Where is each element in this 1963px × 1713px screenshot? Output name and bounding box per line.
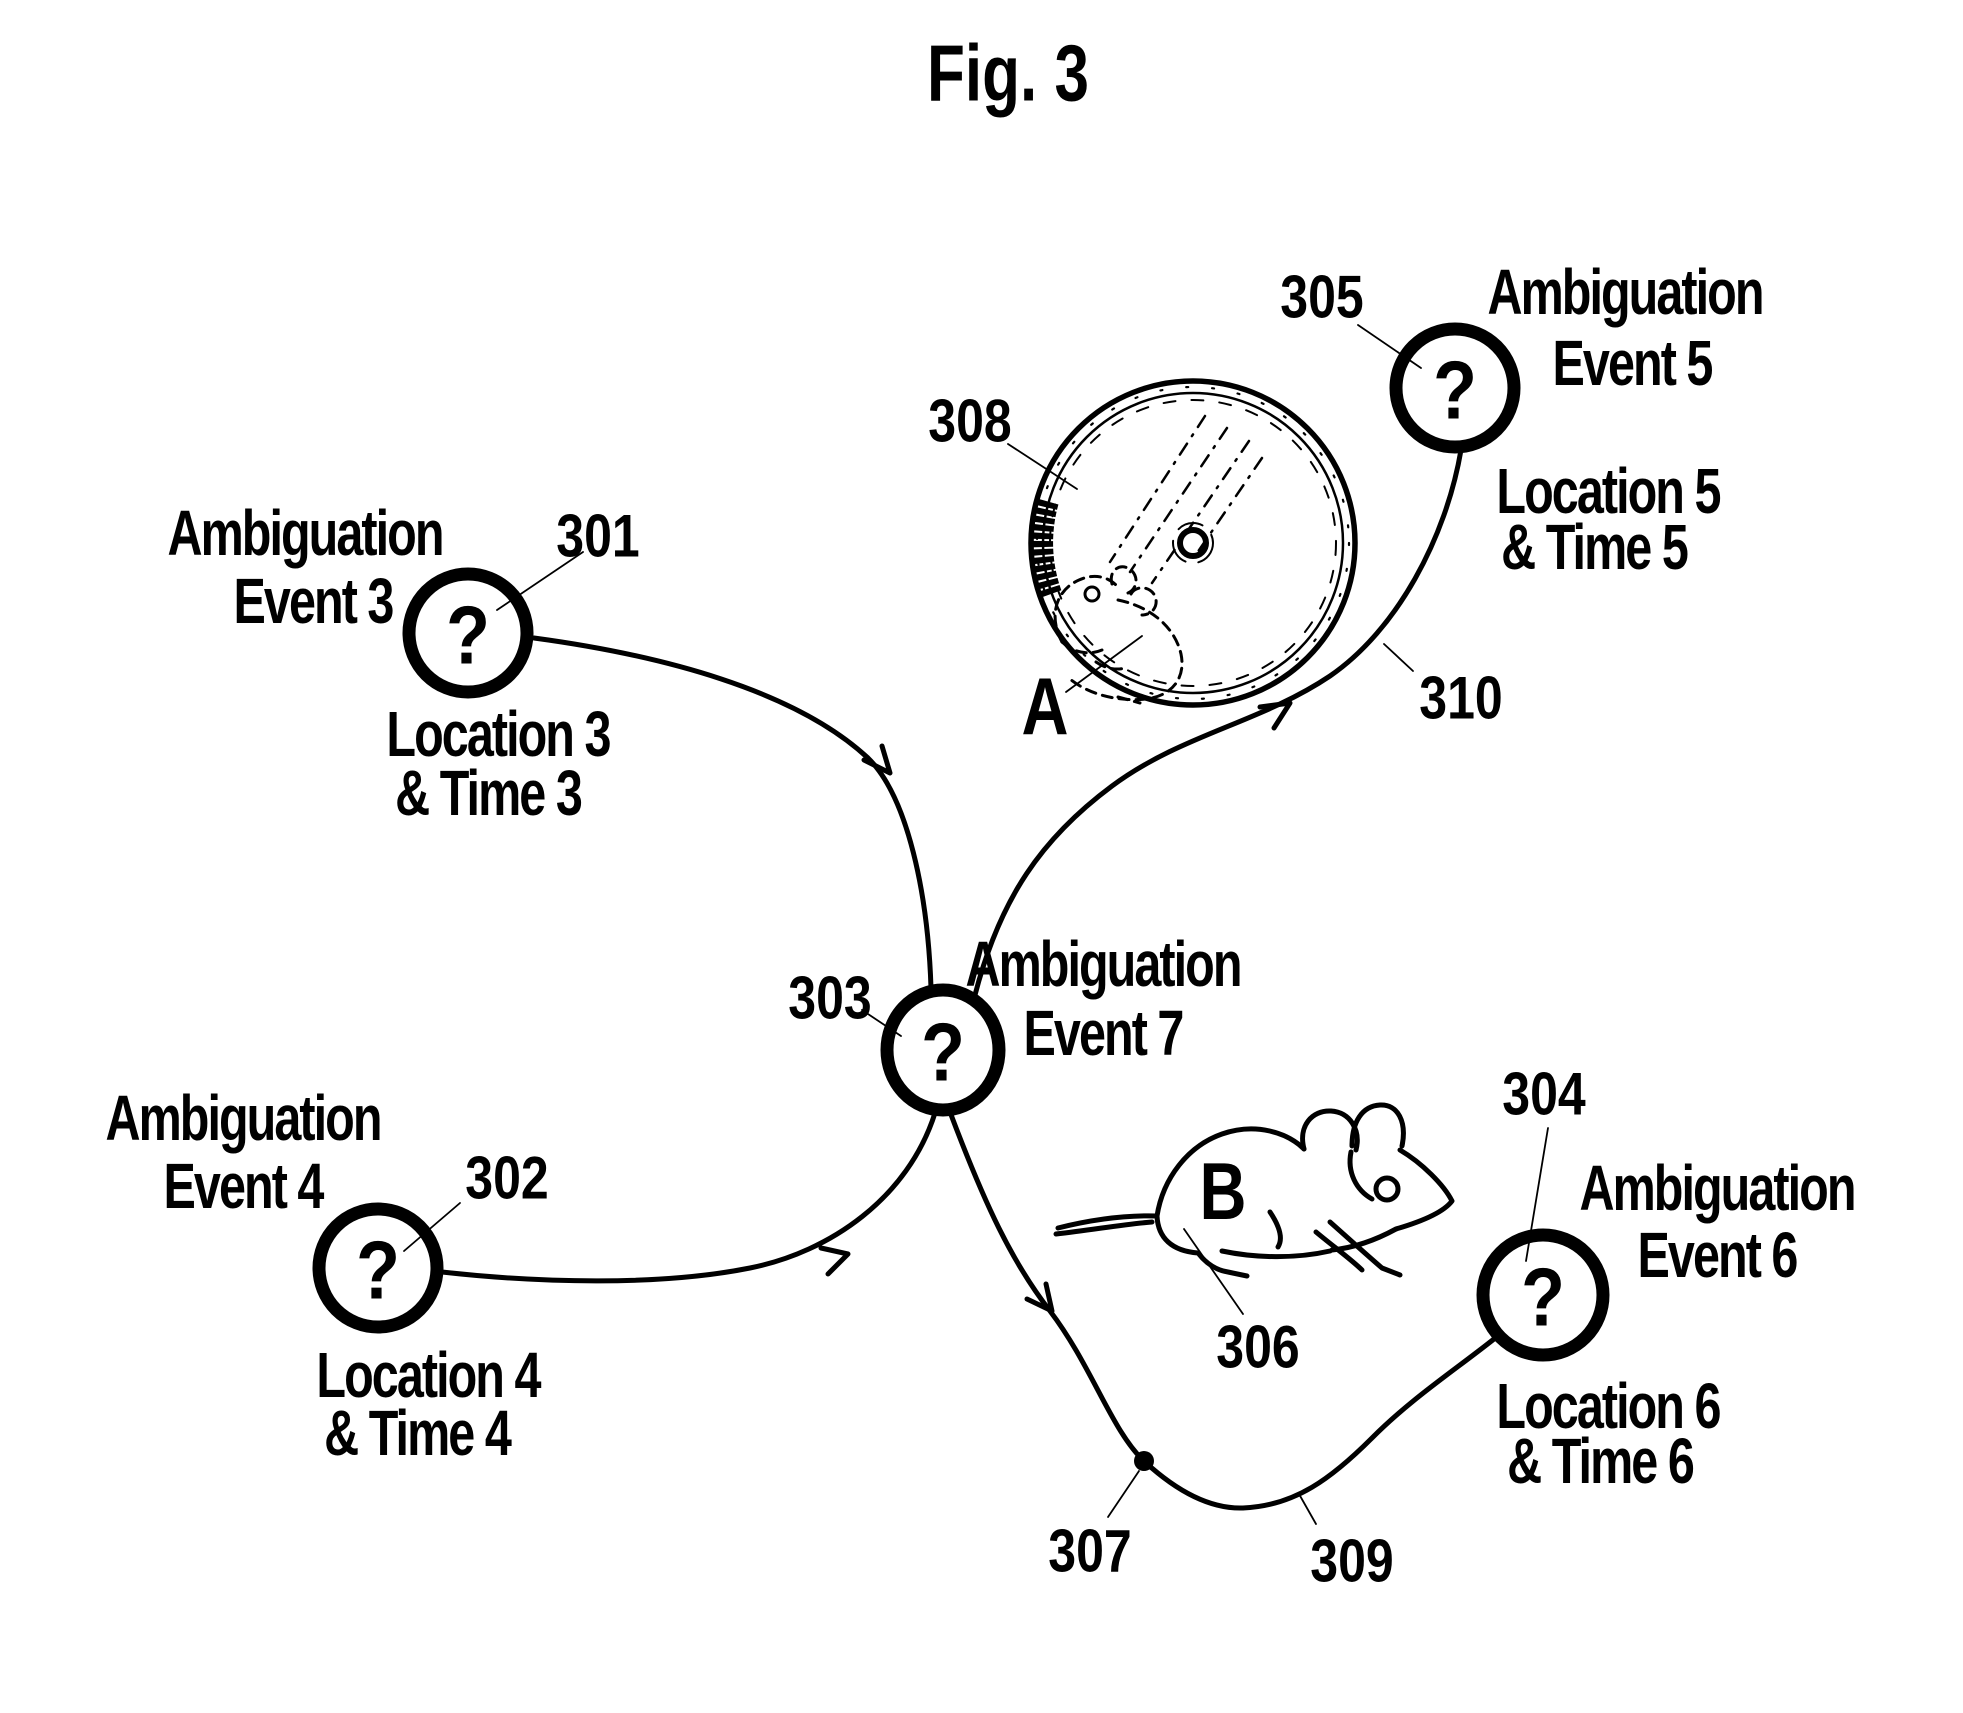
wheel-hub xyxy=(1177,527,1209,559)
node-303-question-mark: ? xyxy=(921,1007,965,1099)
node-302-question-mark: ? xyxy=(356,1225,400,1317)
arrowhead-icon xyxy=(1024,1281,1055,1314)
node-302-location-label: & Time 4 xyxy=(324,1397,512,1469)
node-302-location-label: Location 4 xyxy=(316,1339,541,1411)
node-301-location-label: & Time 3 xyxy=(395,757,583,829)
mouse-b-front-leg xyxy=(1327,1219,1403,1278)
mouse-a-drawing xyxy=(1053,565,1184,705)
mouse-b-drawing xyxy=(1053,1102,1455,1279)
mouse-b-head xyxy=(1393,1147,1455,1232)
node-304-question-mark: ? xyxy=(1521,1252,1565,1344)
node-305-event-label: Event 5 xyxy=(1552,327,1714,399)
leader-302 xyxy=(403,1202,461,1252)
leader-307 xyxy=(1107,1470,1140,1518)
edge-303-to-304 xyxy=(947,1109,1497,1511)
wheel-hatched-segment xyxy=(1031,497,1062,598)
leader-306 xyxy=(1183,1228,1244,1315)
node-301-question-mark: ? xyxy=(446,590,490,682)
ref-306: 306 xyxy=(1216,1313,1300,1381)
mouse-a-eye xyxy=(1083,585,1101,603)
mouse-b-cheek xyxy=(1347,1149,1375,1202)
node-302-event-label: Event 4 xyxy=(163,1150,325,1222)
mouse-b-tail xyxy=(1055,1213,1160,1231)
ambiguation-nodes xyxy=(312,322,1610,1362)
node-303-event-label: Ambiguation xyxy=(965,928,1242,1000)
mouse-b-front-leg xyxy=(1313,1229,1365,1273)
hamster-wheel-drawing xyxy=(1028,378,1358,708)
edge-303-to-305 xyxy=(972,447,1464,998)
node-301-event-label: Ambiguation xyxy=(167,497,444,569)
wheel-motion-streaks xyxy=(1108,414,1264,585)
mouse-b-ear xyxy=(1349,1102,1406,1149)
ref-310: 310 xyxy=(1419,664,1503,732)
mouse-b-eye xyxy=(1373,1175,1401,1203)
edge-302-to-303 xyxy=(439,1110,938,1284)
node-304-event-label: Ambiguation xyxy=(1579,1152,1856,1224)
node-305-circle xyxy=(1389,322,1521,454)
ref-303: 303 xyxy=(788,964,872,1032)
transition-curves xyxy=(439,447,1497,1511)
ref-308: 308 xyxy=(928,387,1012,455)
mouse-b-hind-leg xyxy=(1154,1213,1250,1279)
node-302-event-label: Ambiguation xyxy=(105,1082,382,1154)
ref-301: 301 xyxy=(556,502,640,570)
node-305-question-mark: ? xyxy=(1433,345,1477,437)
node-303-circle xyxy=(880,983,1006,1117)
wheel-outer-rim xyxy=(1028,378,1358,708)
label-mouse-b: B xyxy=(1199,1147,1247,1238)
figure-title: Fig. 3 xyxy=(927,30,1089,119)
wheel-rim-ticks xyxy=(1035,385,1351,701)
ref-309: 309 xyxy=(1310,1527,1394,1595)
node-305-event-label: Ambiguation xyxy=(1487,256,1764,328)
ref-307: 307 xyxy=(1048,1517,1132,1585)
arrowhead-icon xyxy=(818,1245,851,1277)
node-301-circle xyxy=(402,567,534,699)
leader-309 xyxy=(1298,1493,1317,1525)
leader-310 xyxy=(1383,643,1414,672)
mouse-b-tail xyxy=(1053,1219,1155,1237)
ref-304: 304 xyxy=(1502,1060,1586,1128)
mouse-b-ear xyxy=(1300,1108,1360,1153)
wheel-inner-dashed-ring xyxy=(1049,399,1337,687)
arrowhead-icon xyxy=(861,743,893,776)
node-304-location-label: & Time 6 xyxy=(1507,1425,1695,1497)
node-302-circle xyxy=(312,1202,444,1334)
leader-308 xyxy=(1007,443,1078,490)
mouse-b-back xyxy=(1154,1126,1307,1219)
node-305-location-label: & Time 5 xyxy=(1501,511,1689,583)
node-301-location-label: Location 3 xyxy=(386,698,611,770)
edge-301-to-303 xyxy=(531,635,934,991)
mouse-b-belly xyxy=(1219,1248,1333,1260)
node-304-location-label: Location 6 xyxy=(1496,1370,1721,1442)
leader-305 xyxy=(1357,324,1422,369)
junction-dot-307 xyxy=(1134,1451,1154,1471)
arrowhead-icon xyxy=(1257,700,1293,731)
node-304-circle xyxy=(1476,1228,1610,1362)
wheel-inner-rim xyxy=(1041,391,1345,695)
node-305-location-label: Location 5 xyxy=(1496,455,1721,527)
ref-302: 302 xyxy=(465,1144,549,1212)
node-303-event-label: Event 7 xyxy=(1023,997,1185,1069)
ref-305: 305 xyxy=(1280,263,1364,331)
label-mouse-a: A xyxy=(1021,662,1069,753)
node-304-event-label: Event 6 xyxy=(1637,1219,1799,1291)
mouse-b-thigh xyxy=(1267,1209,1283,1250)
node-301-event-label: Event 3 xyxy=(233,565,395,637)
